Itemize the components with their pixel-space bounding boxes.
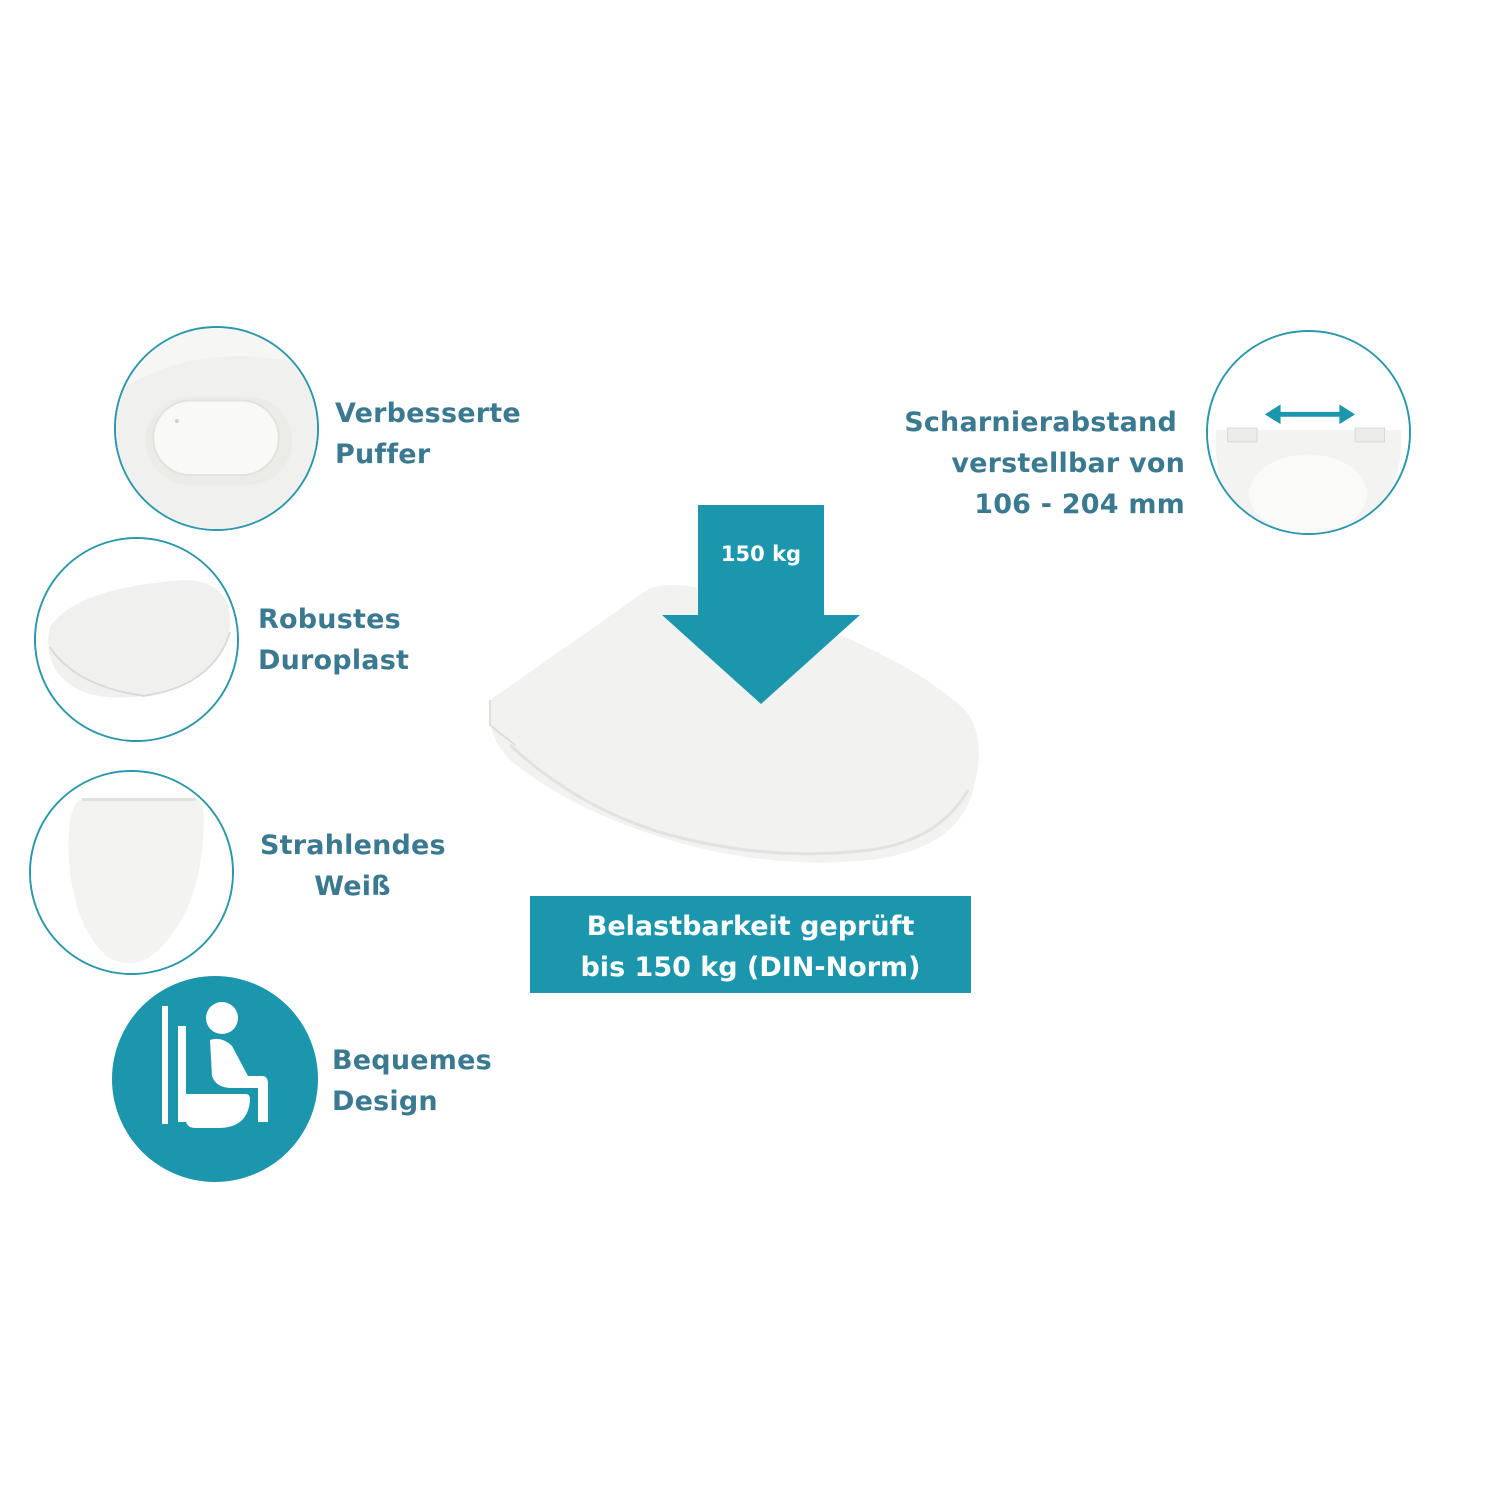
toilet-seat-main-image — [470, 500, 990, 880]
duroplast-line2: Duroplast — [258, 645, 410, 676]
white-line2: Weiß — [314, 871, 391, 902]
duroplast-line1: Robustes — [258, 604, 401, 635]
buffer-closeup-image — [114, 326, 319, 531]
banner-line1: Belastbarkeit geprüft — [586, 911, 915, 942]
buffer-line1: Verbesserte — [335, 398, 521, 429]
white-feature-label: Strahlendes Weiß — [260, 825, 446, 907]
hinge-feature-label: Scharnierabstand verstellbar von 106 - 2… — [880, 402, 1185, 525]
load-capacity-banner: Belastbarkeit geprüft bis 150 kg (DIN-No… — [530, 896, 971, 993]
buffer-line2: Puffer — [335, 439, 431, 470]
down-arrow-icon — [660, 505, 860, 705]
seat-front-image — [29, 770, 234, 975]
toilet-seat-image — [34, 537, 239, 742]
buffer-feature-label: Verbesserte Puffer — [335, 393, 521, 475]
design-line2: Design — [332, 1086, 438, 1117]
design-line1: Bequemes — [332, 1045, 492, 1076]
duroplast-feature-label: Robustes Duroplast — [258, 599, 409, 681]
hinge-line2: verstellbar von — [951, 448, 1185, 479]
load-arrow-label: 150 kg — [720, 542, 802, 566]
hinge-line3: 106 - 204 mm — [974, 489, 1185, 520]
white-line1: Strahlendes — [260, 830, 446, 861]
seated-person-icon — [112, 976, 318, 1182]
design-feature-label: Bequemes Design — [332, 1040, 492, 1122]
hinge-line1: Scharnierabstand — [904, 407, 1177, 438]
hinge-width-icon — [1206, 330, 1411, 535]
banner-line2: bis 150 kg (DIN-Norm) — [580, 952, 921, 983]
